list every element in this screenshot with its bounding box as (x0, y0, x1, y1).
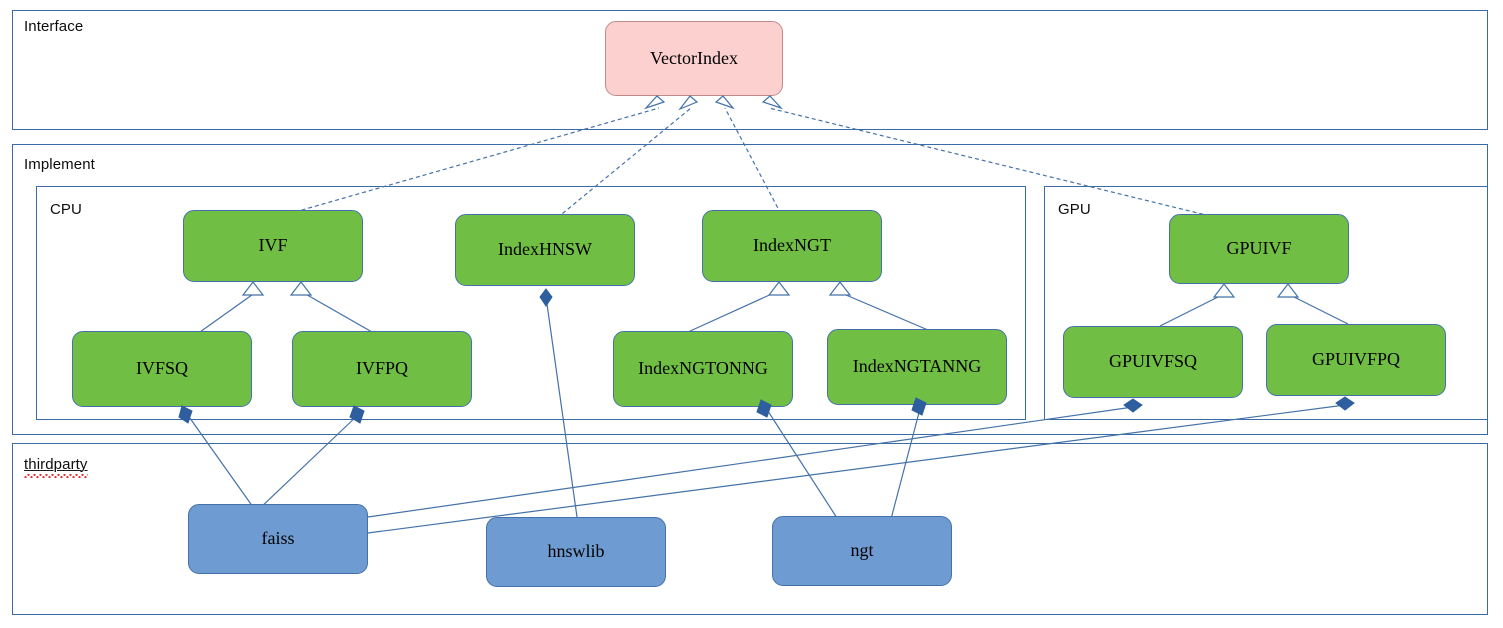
node-indexngtonng[interactable]: IndexNGTONNG (613, 331, 793, 407)
panel-cpu-label: CPU (50, 201, 82, 218)
node-gpuivf[interactable]: GPUIVF (1169, 214, 1349, 284)
node-gpuivfpq[interactable]: GPUIVFPQ (1266, 324, 1446, 396)
panel-thirdparty-label: thirdparty (24, 456, 88, 478)
node-faiss[interactable]: faiss (188, 504, 368, 574)
node-ivf[interactable]: IVF (183, 210, 363, 282)
node-ivfsq[interactable]: IVFSQ (72, 331, 252, 407)
node-ngt[interactable]: ngt (772, 516, 952, 586)
node-indexhnsw[interactable]: IndexHNSW (455, 214, 635, 286)
node-indexngtanng[interactable]: IndexNGTANNG (827, 329, 1007, 405)
node-vectorindex[interactable]: VectorIndex (605, 21, 783, 96)
panel-thirdparty-label-text: thirdparty (24, 456, 88, 478)
node-hnswlib[interactable]: hnswlib (486, 517, 666, 587)
panel-gpu-label: GPU (1058, 201, 1091, 218)
panel-interface-label: Interface (24, 18, 84, 35)
panel-implement-label: Implement (24, 156, 95, 173)
node-ivfpq[interactable]: IVFPQ (292, 331, 472, 407)
node-indexngt[interactable]: IndexNGT (702, 210, 882, 282)
node-gpuivfsq[interactable]: GPUIVFSQ (1063, 326, 1243, 398)
